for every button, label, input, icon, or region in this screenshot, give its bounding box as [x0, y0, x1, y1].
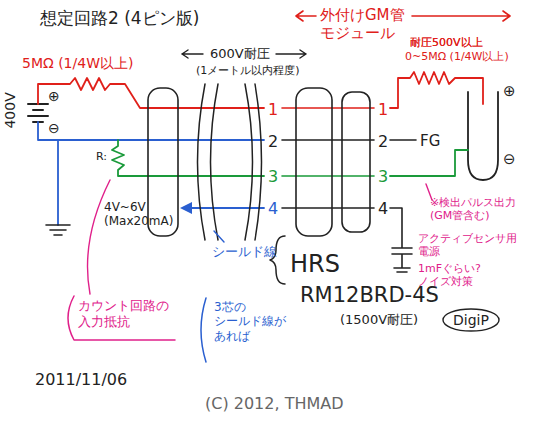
pin-number: 2 [378, 132, 388, 151]
shield-outline [198, 84, 219, 240]
copyright-caption: (C) 2012, THMAD [205, 394, 344, 413]
polarity-sign: ⊕ [503, 82, 516, 100]
signal-note: ※検出パルス出力 (GM管含む) [430, 196, 520, 222]
polarity-sign: ⊖ [503, 150, 516, 168]
voltage-label: 400V [2, 92, 19, 128]
signature-oval: DigiP [442, 308, 500, 332]
part-number: RM12BRD-4S [300, 283, 439, 308]
rating-note: (1500V耐圧) [340, 312, 418, 328]
pin-number: 4 [268, 199, 278, 218]
pin-name: FG [420, 132, 440, 150]
resistor-name: R: [96, 150, 107, 163]
shield-label: シールド線 [212, 244, 277, 260]
resistor-note: カウント回路の 入力抵抗 [78, 298, 178, 329]
span-arrow [276, 50, 306, 58]
pin-number: 4 [378, 199, 388, 218]
ground-wire [38, 122, 264, 225]
shield-outline [245, 84, 262, 240]
cable-note: 3芯の シールド線が あれば [214, 300, 294, 343]
pin-number: 1 [268, 100, 278, 119]
leader-line [88, 180, 111, 294]
battery-symbol [28, 104, 48, 122]
bracket [201, 298, 206, 362]
span-arrow [296, 11, 316, 21]
supply-note: 4V~6V (Max20mA) [104, 200, 176, 229]
ground-symbol [46, 225, 70, 235]
span-arrow [412, 11, 510, 21]
maker-name: HRS [290, 250, 340, 279]
pin-number: 3 [378, 167, 388, 186]
polarity-sign: ⊖ [48, 120, 60, 137]
rating-note: 600V耐圧 [210, 46, 270, 62]
resistor-value: 0~5MΩ (1/4W以上) [405, 50, 509, 63]
resistor-value: 5MΩ (1/4W以上) [22, 55, 133, 72]
polarity-sign: ⊕ [48, 88, 60, 105]
signal-wire [390, 150, 468, 176]
diagram-title: 想定回路2 (4ピン版) [40, 8, 199, 28]
signature-text: DigiP [453, 312, 489, 328]
connector-outline [342, 92, 370, 232]
ground-wire [390, 139, 416, 141]
leader-line [214, 231, 224, 242]
capacitor-symbol [390, 208, 412, 272]
length-note: (1メートル以内程度) [196, 64, 300, 77]
pin-number: 3 [268, 167, 278, 186]
pin-number: 2 [268, 132, 278, 151]
supply-wire [192, 207, 264, 209]
date-label: 2011/11/06 [35, 370, 127, 389]
rating-note: 耐圧500V以上 [410, 36, 483, 49]
module-label: 外付けGM管 モジュール [320, 6, 410, 42]
pin-number: 1 [378, 100, 388, 119]
brace [270, 236, 285, 284]
connector-outline [296, 88, 332, 236]
gm-tube-symbol [468, 92, 498, 180]
hv-wire [390, 72, 483, 108]
plug-outline [148, 88, 178, 236]
signal-wire [112, 140, 264, 176]
supply-note: アクティブセンサ用 電源 [418, 232, 520, 258]
oval-outline [443, 309, 499, 331]
span-arrow [182, 50, 203, 58]
supply-arrow [180, 202, 192, 214]
